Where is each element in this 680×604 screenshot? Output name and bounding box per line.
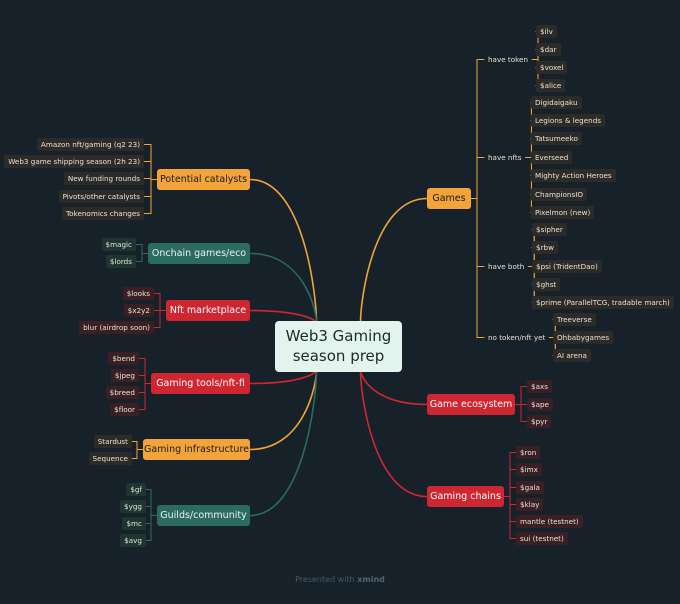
item-gf[interactable]: $gf [126, 483, 146, 496]
item-tatsumeeko[interactable]: Tatsumeeko [531, 132, 582, 145]
topic-nft-marketplace[interactable]: Nft marketplace [166, 300, 250, 321]
item-mantle[interactable]: mantle (testnet) [516, 515, 583, 528]
item-treeverse[interactable]: Treeverse [553, 313, 596, 326]
topic-gaming-tools[interactable]: Gaming tools/nft-fi [151, 373, 250, 394]
group-have-token[interactable]: have token [488, 55, 529, 64]
xmind-logo: xmind [357, 575, 385, 584]
item-ghst[interactable]: $ghst [532, 278, 561, 291]
central-topic-line1: Web3 Gaming [285, 327, 392, 345]
item-blur[interactable]: blur (airdrop soon) [79, 321, 154, 334]
item-shipping-season[interactable]: Web3 game shipping season (2h 23) [4, 155, 144, 168]
item-dar[interactable]: $dar [536, 43, 561, 56]
item-legions[interactable]: Legions & legends [531, 114, 605, 127]
group-have-both[interactable]: have both [488, 262, 525, 271]
item-prime[interactable]: $prime (ParallelTCG, tradable march) [532, 296, 674, 309]
footer-prefix: Presented with [295, 575, 355, 584]
item-lords[interactable]: $lords [105, 255, 136, 268]
item-sui[interactable]: sui (testnet) [516, 532, 568, 545]
item-jpeg[interactable]: $jpeg [110, 369, 139, 382]
item-pivots[interactable]: Pivots/other catalysts [58, 190, 144, 203]
item-gala[interactable]: $gala [516, 481, 544, 494]
topic-game-ecosystem[interactable]: Game ecosystem [427, 394, 515, 415]
topic-games[interactable]: Games [427, 188, 471, 209]
item-pyr[interactable]: $pyr [527, 415, 552, 428]
item-ai-arena[interactable]: AI arena [553, 349, 591, 362]
item-sequence[interactable]: Sequence [88, 452, 132, 465]
item-ilv[interactable]: $ilv [536, 25, 557, 38]
item-x2y2[interactable]: $x2y2 [123, 304, 154, 317]
item-floor[interactable]: $floor [110, 403, 139, 416]
central-topic-line2: season prep [292, 346, 385, 365]
topic-guilds[interactable]: Guilds/community [157, 505, 250, 526]
item-everseed[interactable]: Everseed [531, 151, 573, 164]
topic-gaming-chains[interactable]: Gaming chains [427, 486, 504, 507]
group-have-nfts[interactable]: have nfts [488, 153, 522, 162]
item-psi[interactable]: $psi (TridentDao) [532, 260, 602, 273]
item-looks[interactable]: $looks [122, 287, 154, 300]
item-klay[interactable]: $klay [516, 498, 544, 511]
item-digidaigaku[interactable]: Digidaigaku [531, 96, 582, 109]
item-ape[interactable]: $ape [527, 398, 553, 411]
topic-potential-catalysts[interactable]: Potential catalysts [157, 169, 250, 190]
item-amazon[interactable]: Amazon nft/gaming (q2 23) [36, 138, 144, 151]
item-imx[interactable]: $imx [516, 463, 542, 476]
item-breed[interactable]: $breed [105, 386, 139, 399]
group-no-token[interactable]: no token/nft yet [488, 333, 546, 342]
item-pixelmon[interactable]: Pixelmon (new) [531, 206, 595, 219]
topic-gaming-infrastructure[interactable]: Gaming infrastructure [143, 439, 250, 460]
item-ron[interactable]: $ron [516, 446, 541, 459]
item-magic[interactable]: $magic [101, 238, 136, 251]
item-mighty-action-heroes[interactable]: Mighty Action Heroes [531, 169, 616, 182]
central-topic[interactable]: Web3 Gaming season prep [275, 321, 402, 372]
item-avg[interactable]: $avg [120, 534, 146, 547]
item-sipher[interactable]: $sipher [532, 223, 567, 236]
footer: Presented with xmind [0, 575, 680, 584]
item-voxel[interactable]: $voxel [536, 61, 568, 74]
item-bend[interactable]: $bend [108, 352, 139, 365]
item-ygg[interactable]: $ygg [120, 500, 146, 513]
topic-onchain-games[interactable]: Onchain games/eco [148, 243, 250, 264]
item-championsio[interactable]: ChampionsIO [531, 188, 588, 201]
item-mc[interactable]: $mc [122, 517, 146, 530]
item-funding-rounds[interactable]: New funding rounds [63, 172, 144, 185]
item-alice[interactable]: $alice [536, 79, 566, 92]
item-ohbabygames[interactable]: Ohbabygames [553, 331, 614, 344]
item-tokenomics[interactable]: Tokenomics changes [61, 207, 144, 220]
item-stardust[interactable]: Stardust [93, 435, 132, 448]
item-rbw[interactable]: $rbw [532, 241, 558, 254]
item-axs[interactable]: $axs [527, 380, 552, 393]
